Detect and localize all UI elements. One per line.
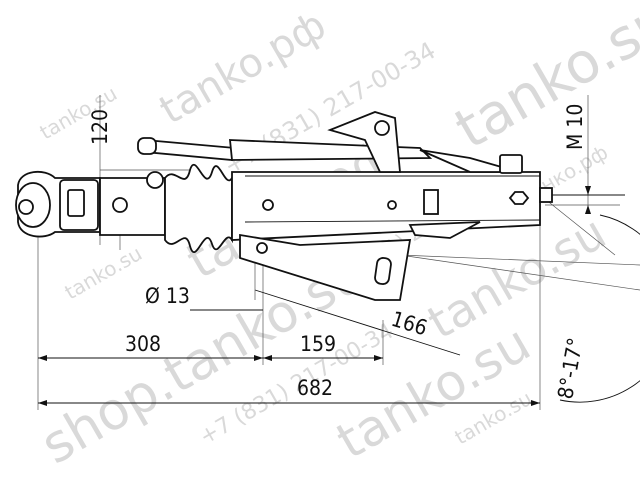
drawbar-slot	[423, 189, 439, 215]
angle-line-1	[399, 254, 640, 266]
arrow-159-left	[263, 355, 272, 361]
top-bracket-hole	[374, 120, 390, 136]
head-clamp-inner	[67, 189, 85, 217]
angle-line-3	[539, 194, 616, 256]
drawbar-gusset	[408, 221, 481, 239]
drawbar-tube	[231, 171, 541, 241]
drawbar-line-bottom	[244, 219, 541, 223]
arrow-m10-top	[585, 186, 591, 195]
lower-bracket-hole-1	[256, 242, 268, 254]
dim-label-diameter-13: Ø 13	[145, 284, 190, 308]
handle-grip-end	[137, 137, 157, 155]
dimension-lines	[37, 95, 640, 410]
housing-bolt-mid	[112, 197, 128, 213]
arrow-682-left	[38, 400, 47, 406]
dimension-labels: 120 M 10 Ø 13 308 159 166 682 8°-17°	[88, 104, 588, 401]
coupling-handle	[144, 139, 237, 161]
coupling-assembly	[15, 111, 625, 301]
drawbar-hole-1	[262, 199, 274, 211]
dim-line-166	[254, 289, 461, 356]
bellows-boot	[164, 163, 233, 254]
drawbar-nut	[508, 191, 530, 205]
arrow-m10-bottom	[585, 205, 591, 214]
angle-arc	[559, 214, 640, 403]
watermark-tanko-large: tanko.su	[445, 0, 640, 162]
dim-label-308: 308	[125, 332, 161, 356]
arrow-159-right	[374, 355, 383, 361]
dim-label-m10: M 10	[563, 104, 587, 150]
dim-label-682: 682	[297, 376, 333, 400]
drawbar-hole-2	[387, 200, 397, 210]
dim-label-120: 120	[88, 109, 112, 145]
angle-line-2	[399, 254, 640, 291]
socket-ball	[18, 199, 34, 215]
lower-bracket	[239, 233, 412, 301]
watermark-layer: tanko.su tanko.рф +7 (831) 217-00-34 tan…	[32, 0, 640, 476]
arrow-308-left	[38, 355, 47, 361]
drawbar-end-cap	[539, 187, 553, 203]
dim-label-159: 159	[300, 332, 336, 356]
top-lever	[229, 139, 433, 161]
watermark-tanko-b: tanko.su	[61, 241, 147, 304]
lever-spring-block	[499, 154, 523, 174]
lower-bracket-slot	[374, 257, 392, 285]
dim-label-angle: 8°-17°	[553, 336, 587, 401]
arrow-682-right	[531, 400, 540, 406]
housing-bolt-top	[146, 171, 164, 189]
arrow-308-right	[254, 355, 263, 361]
